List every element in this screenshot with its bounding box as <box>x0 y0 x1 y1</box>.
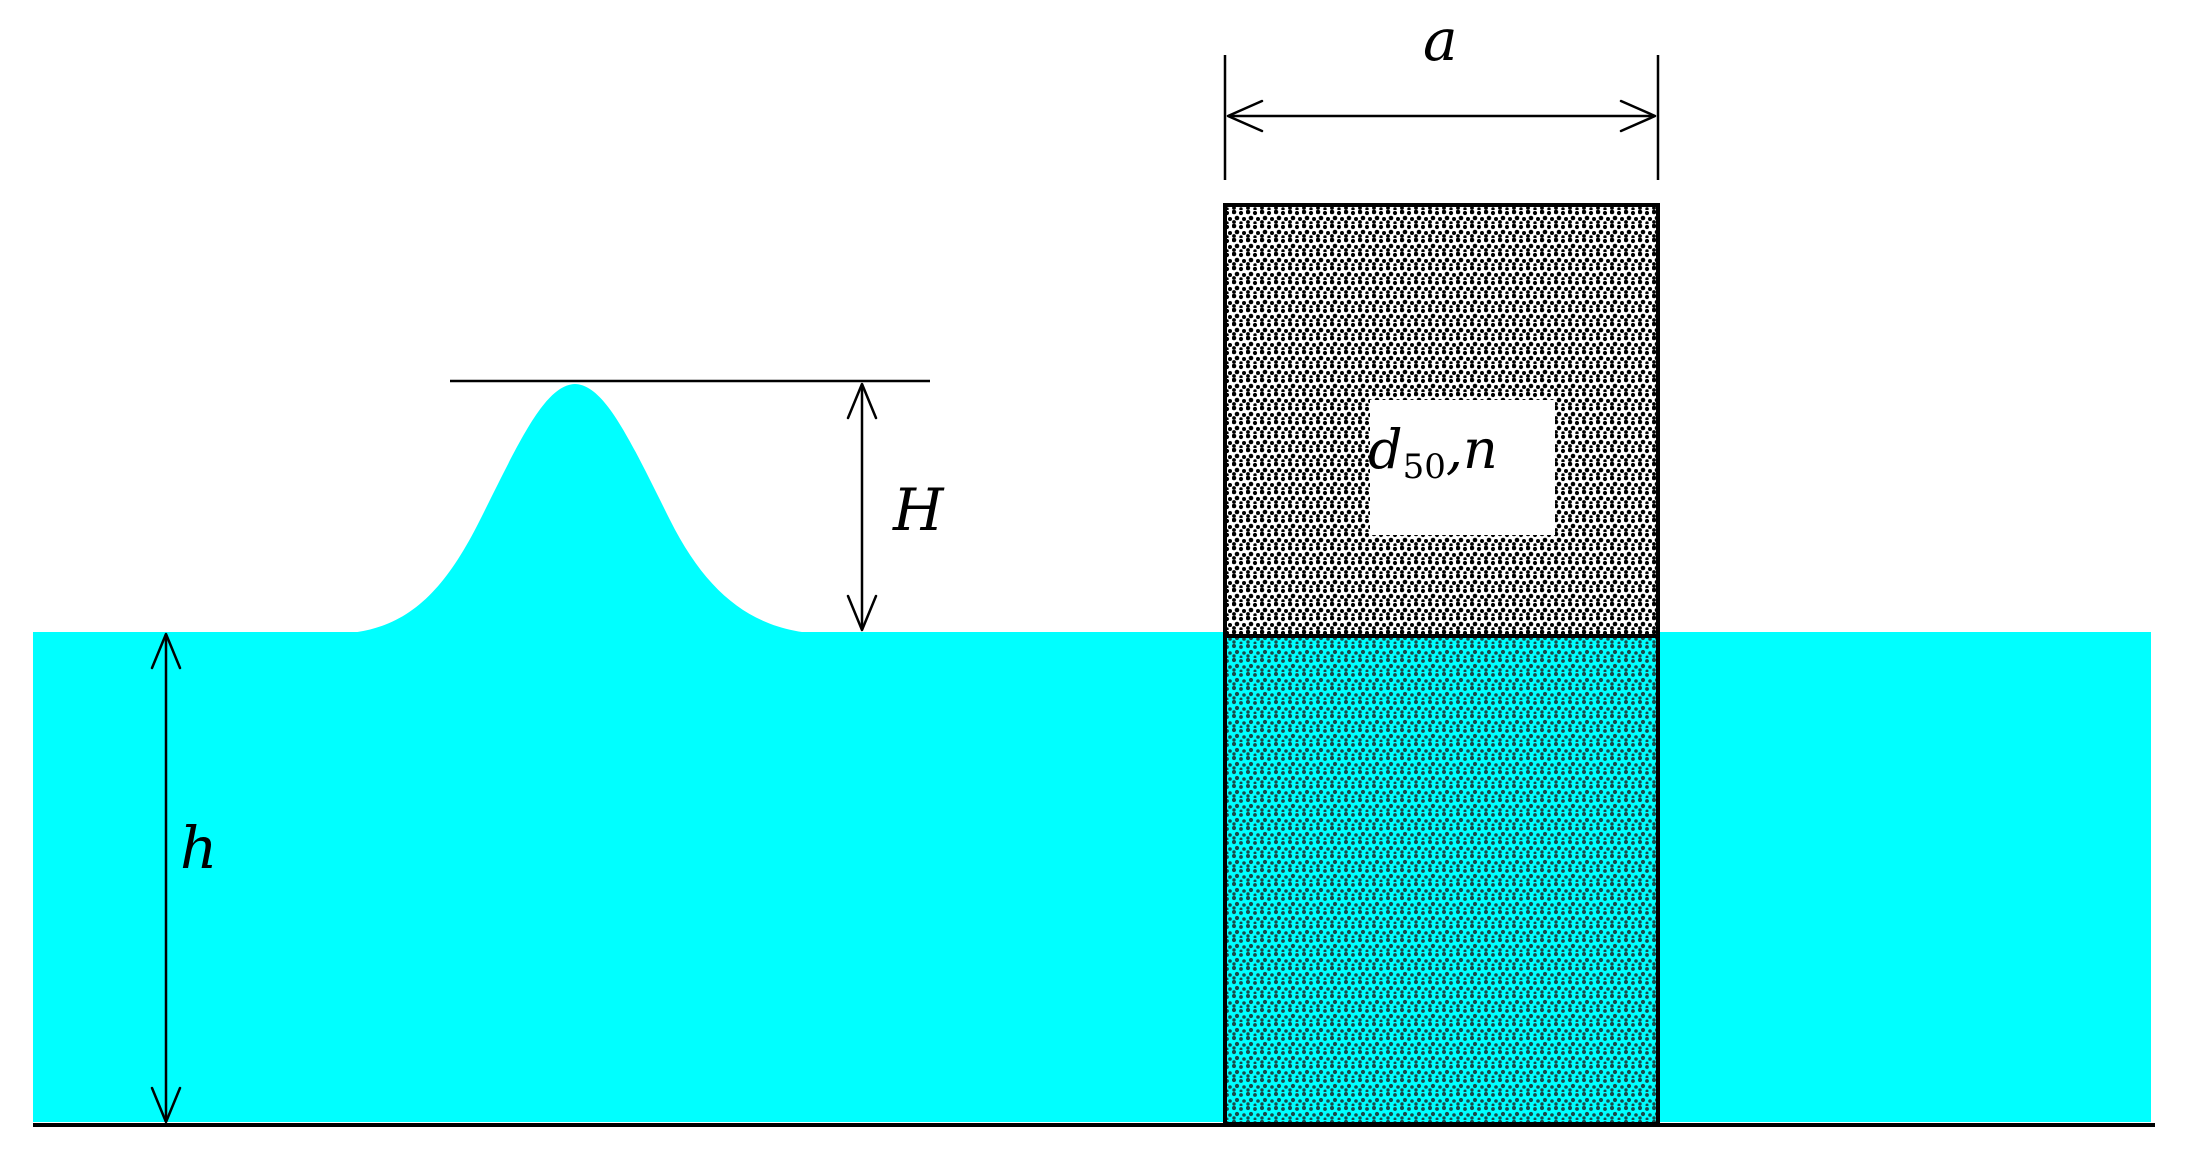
width-label: a <box>1423 6 1458 74</box>
width-arrow-right <box>1619 99 1657 133</box>
wave-height-label: H <box>892 476 945 544</box>
material-label: d50,n <box>1368 418 1498 487</box>
wave-height-arrow-top <box>846 382 878 420</box>
porous-structure-lower <box>1225 636 1658 1124</box>
water-depth-arrow-bottom <box>150 1086 182 1124</box>
solitary-wave <box>330 384 830 634</box>
wave-height-arrow-bottom <box>846 594 878 632</box>
water-depth-arrow-top <box>150 632 182 670</box>
material-label-box <box>1370 400 1555 535</box>
width-arrow-left <box>1226 99 1264 133</box>
water-body <box>33 632 2151 1122</box>
water-depth-label: h <box>180 814 217 882</box>
